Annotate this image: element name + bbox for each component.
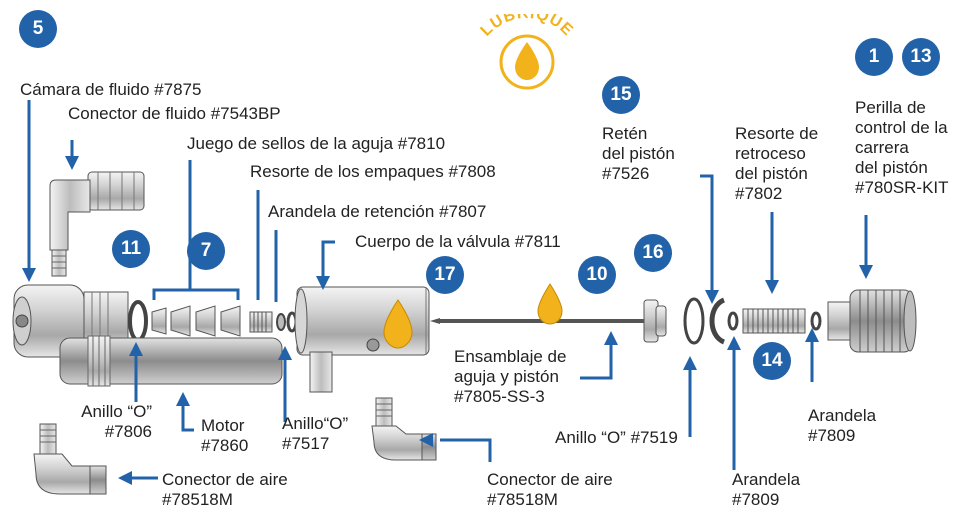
step-badge-13: 13 [902,38,940,76]
label-needle-seals: Juego de sellos de la aguja #7810 [187,134,446,153]
lube-drop-needle [537,283,563,325]
needle-seal-set-part [151,305,241,337]
label-oring-7519: Anillo “O” #7519 [555,428,678,447]
piston-retainer-part [709,297,726,345]
label-air-connector-left: Conector de aire#78518M [162,470,288,509]
label-packing-spring: Resorte de los empaques #7808 [250,162,496,181]
step-badge-11: 11 [112,230,150,268]
leader-lines [27,100,868,480]
lubricate-badge [499,34,555,90]
step-badge-14: 14 [753,342,791,380]
label-valve-body: Cuerpo de la válvula #7811 [355,232,561,251]
lubricate-text-svg: LUBRIQUE [478,14,577,40]
label-fluid-chamber: Cámara de fluido #7875 [20,80,202,99]
return-spring-part [742,308,806,334]
step-badge-16: 16 [634,234,672,272]
packing-spring-part [249,311,273,333]
step-badge-17: 17 [426,256,464,294]
label-motor: Motor#7860 [201,416,249,455]
washer-part [727,311,739,331]
label-retaining-washer: Arandela de retención #7807 [268,202,487,221]
step-badge-1: 1 [855,38,893,76]
air-connector-left-part [33,423,107,495]
lubricate-text: LUBRIQUE [478,14,576,40]
label-oring-7517: Anillo“O”#7517 [282,414,349,453]
step-badge-15: 15 [602,76,640,114]
label-oring-7806: Anillo “O”#7806 [81,402,152,441]
needle-piston-part [430,299,667,343]
fluid-connector-part [49,171,145,277]
label-washer-right: Arandela#7809 [808,406,877,445]
oring-7519-part [683,297,705,345]
air-connector-right-part [371,397,437,461]
step-badge-7: 7 [187,232,225,270]
label-air-connector-right: Conector de aire#78518M [487,470,613,509]
oring-7806-part [128,300,148,342]
label-washer-bottom: Arandela#7809 [732,470,801,509]
washer-right-part [810,311,822,331]
arrow-heads [22,156,873,485]
lube-drop-valve-body [383,299,413,349]
stroke-control-knob-part [827,289,917,353]
retaining-washer-part [276,313,286,331]
label-fluid-connector: Conector de fluido #7543BP [68,104,281,123]
motor-part [59,335,283,387]
step-badge-10: 10 [578,256,616,294]
step-badge-5: 5 [19,10,57,48]
svg-text:LUBRIQUE: LUBRIQUE [478,14,577,40]
